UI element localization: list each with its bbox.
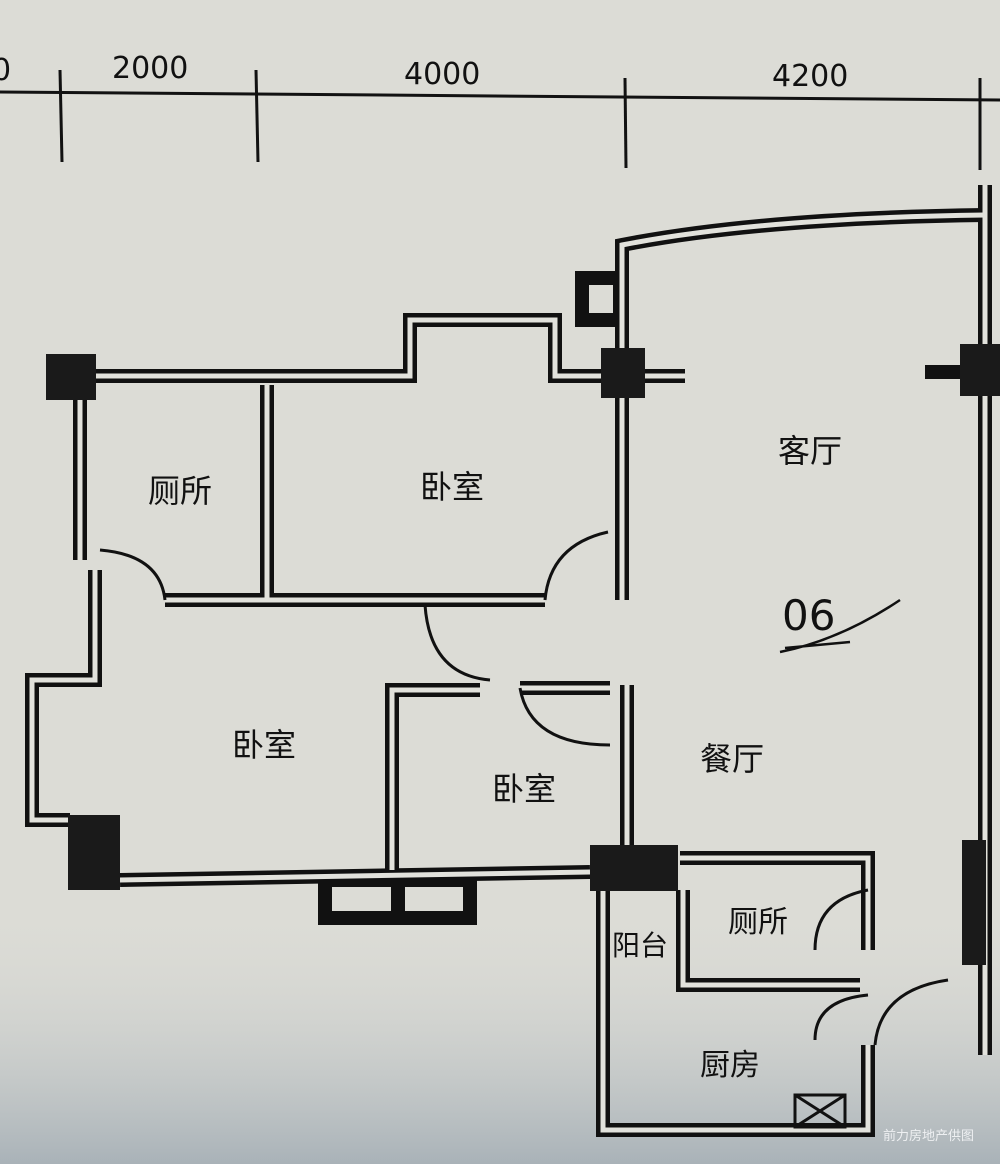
room-label-toilet: 厕所: [728, 905, 788, 940]
room-label-bedroom: 卧室: [492, 770, 556, 808]
watermark: 前力房地产供图: [882, 1129, 974, 1144]
dimension-label: 2000: [112, 51, 188, 86]
unit-underline: [779, 598, 901, 654]
dimension-label: 4200: [772, 59, 848, 94]
room-label-kitchen: 厨房: [700, 1048, 760, 1083]
room-label-bedroom: 卧室: [232, 726, 296, 764]
dimension-line: [0, 69, 1000, 170]
doors: [99, 530, 949, 1129]
room-label-toilet: 厕所: [148, 472, 212, 510]
pillars: [46, 344, 1000, 965]
room-label-bedroom: 卧室: [420, 468, 484, 506]
walls: [25, 185, 992, 1137]
unit-number: 06: [782, 591, 835, 640]
dimension-label: 0: [0, 53, 11, 88]
room-label-dining-room: 餐厅: [700, 740, 764, 778]
dimension-label: 4000: [404, 57, 480, 92]
room-label-living-room: 客厅: [778, 432, 842, 470]
room-label-balcony: 阳台: [612, 929, 668, 962]
